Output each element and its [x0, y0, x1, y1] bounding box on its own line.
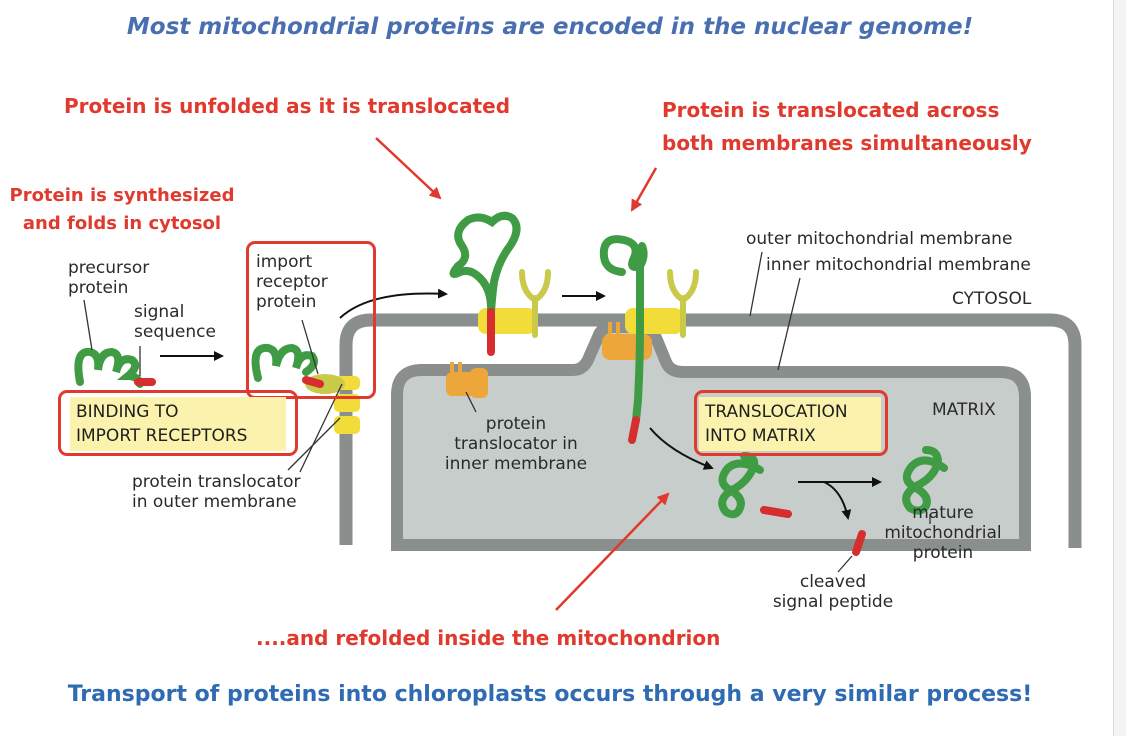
label-import-line1: import [256, 252, 313, 272]
label-cytosol: CYTOSOL [952, 289, 1032, 309]
precursor-protein [74, 347, 144, 388]
highlight-translocation [694, 390, 888, 456]
translocating-protein-1 [449, 211, 521, 316]
receptor-1 [519, 269, 551, 338]
translocation-box: TRANSLOCATION INTO MATRIX [699, 397, 881, 451]
note-synthesized-line1: Protein is synthesized [9, 185, 235, 206]
label-translocator-inner: protein translocator in inner membrane [428, 414, 604, 474]
scrollbar[interactable] [1113, 0, 1126, 736]
label-translocator-outer-line1: protein translocator [132, 472, 301, 492]
translocating-chain-2 [632, 251, 644, 424]
label-matrix: MATRIX [932, 400, 996, 420]
binding-box-line1: BINDING TO [76, 402, 179, 422]
label-translocator-inner-line2: translocator in [454, 434, 578, 454]
binding-box: BINDING TO IMPORT RECEPTORS [70, 397, 286, 451]
leader-translocator-inner [465, 391, 477, 413]
note-synthesized: Protein is synthesized and folds in cyto… [4, 182, 240, 238]
label-inner-membrane: inner mitochondrial membrane [766, 255, 1031, 275]
highlight-binding [58, 390, 298, 456]
mature-protein [902, 446, 948, 515]
label-signal-sequence: signal sequence [134, 302, 216, 342]
label-translocator-inner-line3: inner membrane [444, 454, 588, 474]
note-refolded: ....and refolded inside the mitochondrio… [256, 626, 721, 650]
label-precursor-protein: precursor protein [68, 258, 149, 298]
note-synthesized-line2: and folds in cytosol [22, 213, 222, 234]
leader-cleaved [837, 555, 853, 573]
note-both-membranes-line1: Protein is translocated across [662, 98, 1000, 122]
highlight-import-receptor [246, 241, 376, 399]
leader-import-receptor [301, 319, 319, 375]
red-arrow-refolded [555, 492, 670, 611]
inner-translocator-1 [446, 362, 488, 398]
arrow-to-cleaved [823, 481, 852, 520]
leader-inner-membrane [777, 277, 801, 371]
signal-sequence-2 [302, 376, 324, 388]
red-arrow-unfolded [375, 137, 442, 200]
translocation-box-line2: INTO MATRIX [705, 426, 816, 446]
label-signal-line2: sequence [134, 322, 216, 342]
label-translocator-outer-line2: in outer membrane [132, 492, 297, 512]
top-title: Most mitochondrial proteins are encoded … [126, 14, 974, 40]
label-import-line2: receptor [256, 272, 328, 292]
red-arrow-both-membranes [630, 167, 658, 212]
label-mature-line2: mitochondrial [884, 523, 1002, 543]
bottom-title: Transport of proteins into chloroplasts … [67, 682, 1033, 707]
label-cleaved-line2: signal peptide [772, 592, 894, 612]
label-import-receptor: import receptor protein [256, 252, 328, 312]
cleaved-signal-peptide [852, 530, 866, 556]
label-mature-line3: protein [912, 543, 974, 563]
label-translocator-outer: protein translocator in outer membrane [132, 472, 300, 512]
label-outer-membrane: outer mitochondrial membrane [746, 229, 1013, 249]
binding-box-line2: IMPORT RECEPTORS [76, 426, 248, 446]
label-cleaved-line1: cleaved [799, 572, 867, 592]
label-precursor-line1: precursor [68, 258, 150, 278]
arrow-receptor-to-translocation [339, 288, 448, 319]
label-cleaved-signal: cleaved signal peptide [758, 572, 908, 612]
note-unfolded: Protein is unfolded as it is translocate… [64, 94, 511, 118]
translocating-signal-2 [628, 416, 640, 444]
label-signal-line1: signal [134, 302, 185, 322]
translocation-box-line1: TRANSLOCATION [705, 402, 848, 422]
leader-precursor [83, 299, 93, 351]
label-mature-protein: mature mitochondrial protein [868, 503, 1018, 563]
label-import-line3: protein [256, 292, 317, 312]
receptor-2 [667, 269, 699, 338]
outer-membrane [339, 313, 1082, 548]
leader-outer-membrane [749, 251, 763, 317]
label-precursor-line2: protein [68, 278, 129, 298]
outer-translocator-1 [478, 308, 536, 334]
note-both-membranes: Protein is translocated across both memb… [662, 94, 1032, 160]
outer-translocator-2 [625, 308, 683, 334]
arrow-into-matrix [649, 427, 714, 470]
note-both-membranes-line2: both membranes simultaneously [662, 131, 1032, 155]
refolded-protein [718, 452, 764, 519]
label-mature-line1: mature [912, 503, 974, 523]
refolded-signal [760, 506, 792, 518]
label-translocator-inner-line1: protein [485, 414, 547, 434]
